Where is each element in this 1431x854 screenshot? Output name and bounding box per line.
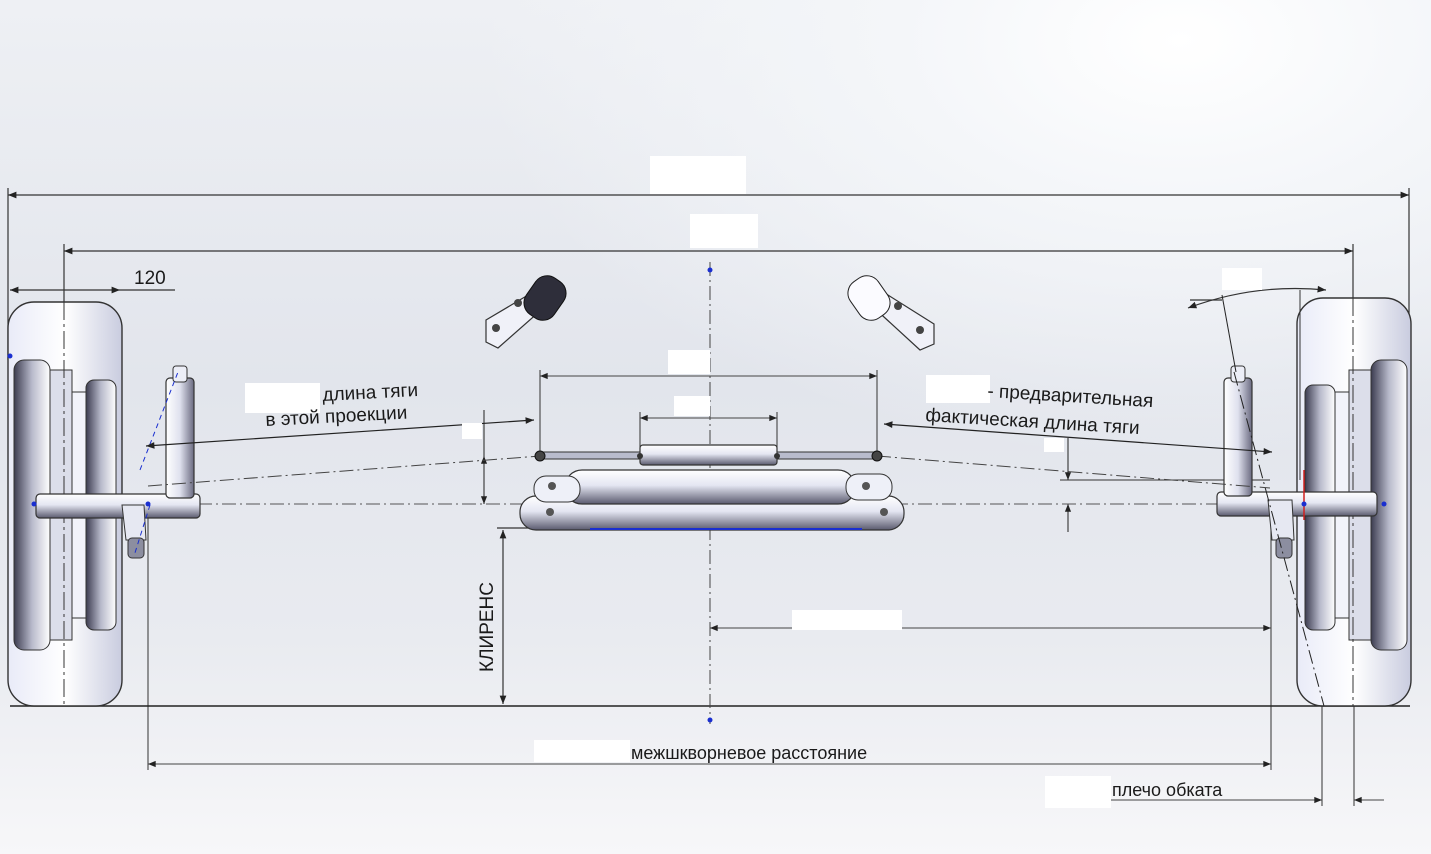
reference-points [7, 267, 1387, 723]
mask-rod-height-left [462, 423, 482, 439]
steering-rack [534, 444, 883, 466]
mask-kingpin-angle [1222, 268, 1262, 290]
mask-overall-width [650, 156, 746, 194]
kingpin-distance-dimension [147, 505, 1272, 770]
offset-120-label: 120 [134, 268, 166, 289]
mask-rod-length [245, 383, 320, 413]
mask-rod-span [668, 350, 710, 374]
rack-dimension [639, 412, 778, 448]
mask-rod-height-right [1044, 438, 1064, 452]
kingpin-distance-label: межшкворневое расстояние [631, 743, 868, 763]
right-mount [847, 275, 935, 351]
mask-half-kingpin [792, 610, 902, 630]
scrub-radius-label: плечо обката [1112, 780, 1223, 800]
mask-kingpin-distance [534, 740, 630, 762]
actual-rod-arrow [883, 421, 1273, 455]
scrub-radius-dimension [1100, 704, 1384, 806]
clearance-dimension [497, 527, 590, 704]
clearance-label: КЛИРЕНС [477, 582, 498, 672]
kingpin-angle-dimension [1187, 285, 1327, 309]
mask-track-width [690, 214, 758, 248]
left-mount [485, 275, 567, 349]
mask-actual-length [926, 375, 990, 403]
mask-scrub [1045, 776, 1111, 808]
track-width-dimension [63, 244, 1354, 302]
rod-length-label-line1: длина тяги [321, 379, 419, 406]
mask-rack-length [674, 396, 710, 416]
subframe [519, 469, 905, 531]
rod-span-dimension [539, 370, 878, 455]
tie-rod-lines [147, 455, 1271, 489]
